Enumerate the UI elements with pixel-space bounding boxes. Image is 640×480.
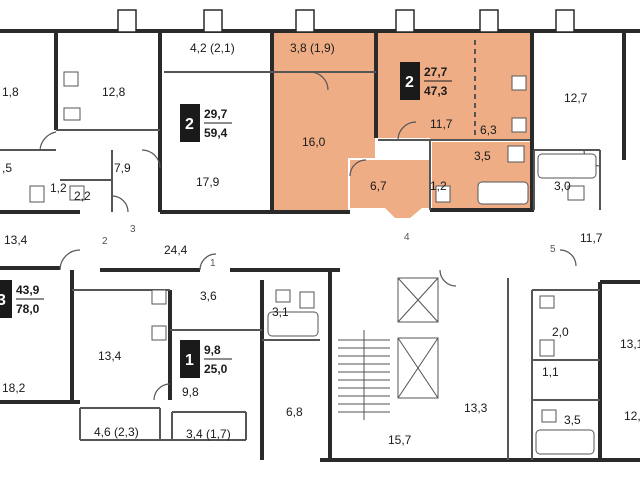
- room-area: 3,8 (1,9): [290, 41, 335, 55]
- bathtub-icon: [267, 311, 319, 337]
- sink-icon: [275, 289, 291, 303]
- room-count: 2: [185, 116, 194, 133]
- partitions: [0, 40, 601, 460]
- total-area: 47,3: [424, 84, 448, 98]
- room-area: 6,7: [370, 179, 387, 193]
- living-area: 9,8: [204, 343, 221, 357]
- bathtub-icon: [477, 181, 529, 205]
- room-area: 2,2: [74, 189, 91, 203]
- stove-icon: [511, 75, 527, 91]
- sink-icon: [63, 107, 81, 121]
- fixtures: [29, 71, 597, 455]
- room-area: 16,0: [302, 135, 326, 149]
- room-area: 13,4: [4, 233, 28, 247]
- total-area: 78,0: [16, 302, 40, 316]
- living-area: 29,7: [204, 107, 228, 121]
- room-area: 11,7: [430, 117, 453, 131]
- toilet-icon: [299, 291, 315, 309]
- room-area: 4,6 (2,3): [94, 425, 139, 439]
- door-number: 3: [130, 224, 136, 235]
- door-number: 4: [404, 232, 410, 243]
- apartment-badge[interactable]: 3 43,9 78,0: [0, 280, 44, 318]
- room-area: 6,3: [480, 123, 497, 137]
- room-area: 11,7: [580, 231, 603, 245]
- room-count: 1: [185, 352, 194, 369]
- elevator-shaft: [397, 277, 439, 323]
- stove-icon: [151, 325, 167, 341]
- room-count: 2: [405, 74, 414, 91]
- highlight-room-11-7: [378, 32, 530, 140]
- room-area: 18,2: [2, 381, 26, 395]
- sink-icon: [539, 295, 555, 309]
- room-area: 13,3: [464, 401, 488, 415]
- room-area: 12,: [624, 409, 640, 423]
- room-area: 3,5: [564, 413, 581, 427]
- living-area: 27,7: [424, 65, 448, 79]
- sink-icon: [507, 145, 525, 163]
- apartment-badge[interactable]: 2 29,7 59,4: [180, 104, 232, 142]
- total-area: 25,0: [204, 362, 228, 376]
- highlight-room-16: [274, 32, 375, 210]
- stove-icon: [63, 71, 79, 87]
- bathtub-icon: [535, 429, 595, 455]
- room-area-labels: 1,8 12,8 4,2 (2,1) 3,8 (1,9) 11,7 6,3 12…: [2, 41, 640, 447]
- room-area: 17,9: [196, 175, 220, 189]
- room-area: 3,4 (1,7): [186, 427, 231, 441]
- door-numbers: 2 3 4 1 5: [102, 224, 556, 269]
- room-area: 1,1: [542, 365, 559, 379]
- room-area: 7,9: [114, 161, 131, 175]
- room-area: 3,5: [474, 149, 491, 163]
- apartment-badge[interactable]: 1 9,8 25,0: [180, 340, 232, 378]
- room-area: 9,8: [182, 385, 199, 399]
- apartment-badge[interactable]: 2 27,7 47,3: [400, 62, 452, 100]
- room-area: 24,4: [164, 243, 188, 257]
- room-count-box: [400, 62, 420, 100]
- stairs: [338, 330, 390, 420]
- door-number: 2: [102, 236, 108, 247]
- room-area: 15,7: [388, 433, 412, 447]
- room-area: 4,2 (2,1): [190, 41, 235, 55]
- room-area: 12,8: [102, 85, 126, 99]
- room-area: 3,6: [200, 289, 217, 303]
- room-area: 3,0: [554, 179, 571, 193]
- room-area: 1,2: [430, 179, 447, 193]
- sink-icon: [511, 117, 527, 133]
- room-area: 12,7: [564, 91, 588, 105]
- room-count: 3: [0, 292, 6, 309]
- room-area: 13,1: [620, 337, 640, 351]
- toilet-icon: [539, 339, 555, 357]
- room-area: 6,8: [286, 405, 303, 419]
- room-count-box: [180, 340, 200, 378]
- walls: [0, 29, 640, 462]
- sink-icon: [541, 409, 557, 423]
- room-area: 2,0: [552, 325, 569, 339]
- stairwell: [338, 277, 439, 420]
- highlight-room-6-7: [350, 160, 430, 218]
- room-area: 1,2: [50, 181, 67, 195]
- living-area: 43,9: [16, 283, 40, 297]
- bathtub-icon: [537, 153, 597, 179]
- elevator-shaft: [397, 337, 439, 399]
- door-number: 1: [210, 258, 216, 269]
- toilet-icon: [435, 185, 451, 203]
- room-area: 3,1: [272, 305, 289, 319]
- room-area: 1,8: [2, 85, 19, 99]
- sink-icon: [69, 185, 85, 201]
- room-count-box: [0, 280, 12, 318]
- total-area: 59,4: [204, 126, 228, 140]
- room-area: ,5: [2, 161, 12, 175]
- apartment-badges: 2 29,7 59,4 2 27,7 47,3 3 43,9 78,0 1 9,8 25,0: [0, 62, 452, 378]
- door-number: 5: [550, 244, 556, 255]
- toilet-icon: [29, 185, 45, 203]
- sink-icon: [567, 185, 585, 201]
- windows: [117, 9, 575, 33]
- room-area: 13,4: [98, 349, 122, 363]
- room-count-box: [180, 104, 200, 142]
- sink-icon: [151, 289, 167, 305]
